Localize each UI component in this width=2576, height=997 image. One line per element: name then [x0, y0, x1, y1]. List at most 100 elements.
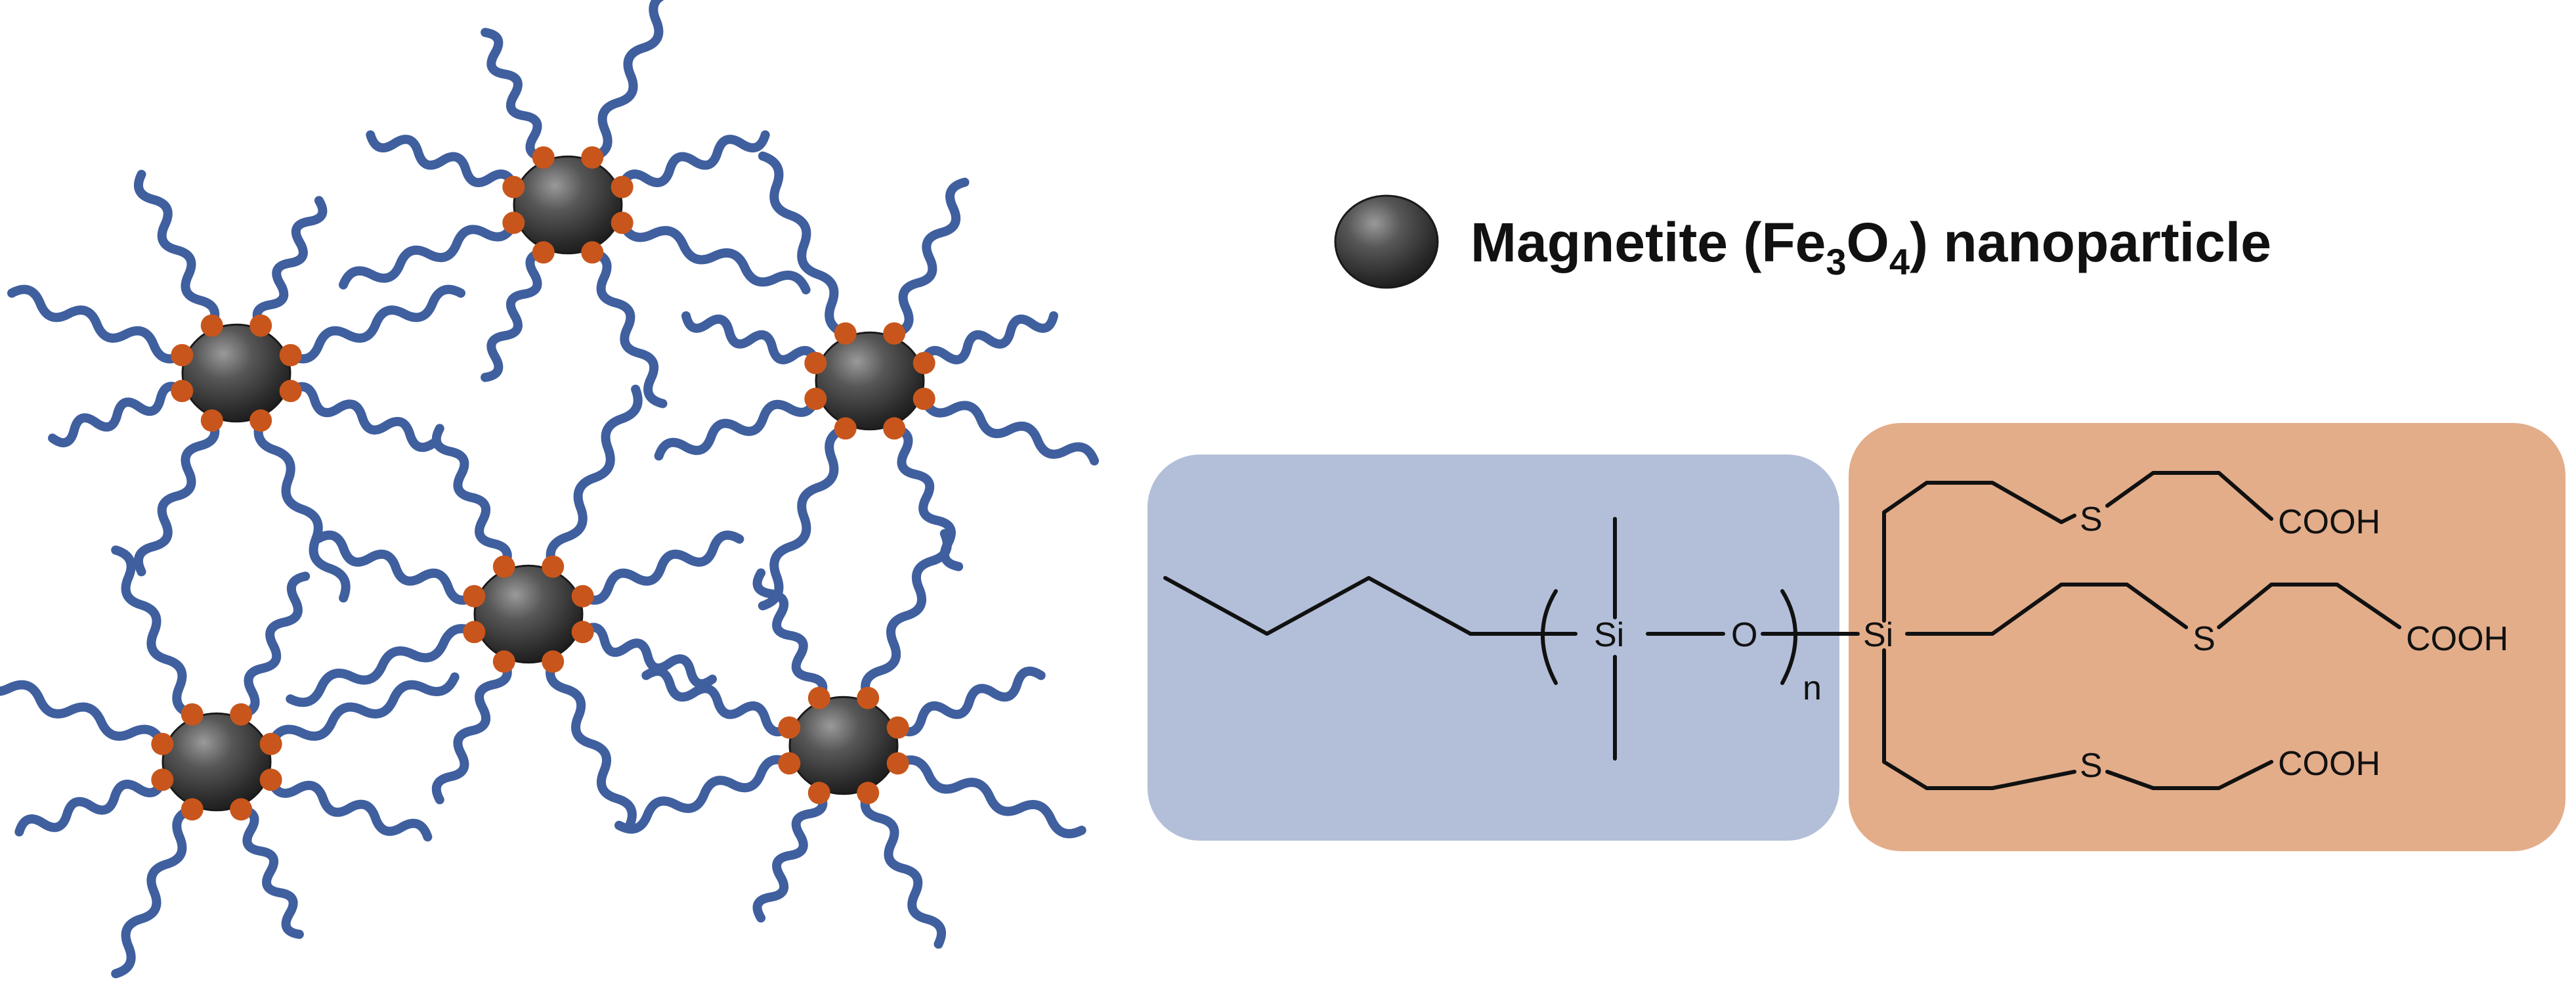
anchor-group — [886, 752, 909, 775]
anchor-group — [463, 621, 486, 644]
polymer-chain — [893, 666, 1046, 737]
polymer-chain — [286, 624, 479, 707]
polymer-chain — [617, 218, 811, 295]
arm-bottom-bonds — [1882, 648, 2076, 790]
legend: Magnetite (Fe3O4) nanoparticle — [1334, 194, 2271, 289]
legend-label: Magnetite (Fe3O4) nanoparticle — [1470, 211, 2271, 282]
anchor-group — [883, 417, 906, 440]
polymer-chain — [752, 788, 828, 923]
anchor-group — [807, 686, 830, 709]
anchor-group — [571, 621, 594, 644]
anchor-group — [886, 716, 909, 739]
anchor-group — [502, 175, 525, 198]
atom-oxygen: O — [1731, 616, 1757, 654]
anchor-group — [151, 732, 174, 755]
nanoparticle-cluster — [0, 545, 460, 979]
anchor-group — [492, 650, 515, 673]
anchor-group — [581, 241, 604, 264]
polymer-chain — [339, 218, 519, 290]
anchor-group — [778, 716, 801, 739]
polymer-chain — [861, 529, 952, 703]
anchor-group — [151, 768, 174, 791]
anchor-group — [542, 650, 565, 673]
polymer-chain — [617, 130, 770, 192]
polymer-chain — [654, 394, 821, 461]
polymer-chain — [546, 657, 637, 831]
nanoparticle-cluster — [286, 384, 744, 831]
anchor-group — [611, 211, 633, 234]
butyl-chain-bond — [1163, 576, 1472, 636]
polymer-chain — [588, 0, 664, 162]
atom-si-central: Si — [1863, 616, 1893, 654]
polymer-chain — [266, 672, 460, 749]
polymer-chain — [366, 130, 519, 192]
anchor-group — [230, 703, 253, 726]
magnetite-nanoparticle — [788, 696, 899, 795]
polymer-chain — [681, 311, 821, 368]
chemical-labels: Si O n Si S S S COOH COOH COOH — [1594, 500, 2508, 785]
anchor-group — [857, 686, 880, 709]
anchor-group — [532, 146, 555, 169]
polymer-chain — [111, 545, 197, 719]
polymer-chain — [578, 623, 717, 688]
siloxane-highlight-box — [1148, 454, 1839, 841]
polymer-chain — [252, 196, 328, 330]
nanoparticle-cluster — [614, 529, 1086, 949]
anchor-group — [912, 388, 935, 410]
polymer-chain — [48, 382, 187, 447]
anchor-group — [532, 241, 555, 264]
anchor-group — [834, 417, 857, 440]
anchor-group — [200, 409, 223, 432]
polymer-chain — [481, 28, 548, 162]
nanoparticle-network — [0, 0, 1099, 979]
polymer-chain — [431, 657, 512, 805]
arm-top-bonds — [1882, 481, 2076, 623]
polymer-chain — [588, 248, 668, 409]
arm-bottom-bonds-2 — [2105, 760, 2273, 790]
repeat-bracket-right — [1780, 589, 1797, 685]
atom-sulfur-middle: S — [2193, 620, 2216, 658]
polymer-chain — [919, 394, 1099, 466]
polymer-chain — [0, 680, 167, 749]
nanoparticle-cluster — [7, 169, 465, 603]
polymer-chain — [236, 571, 311, 719]
magnetite-nanoparticle — [815, 331, 925, 431]
anchor-group — [857, 782, 880, 805]
polymer-chain — [286, 284, 465, 364]
polymer-chain — [919, 311, 1058, 368]
polymer-chain — [111, 805, 197, 979]
legend-nanoparticle-icon — [1334, 194, 1439, 289]
nanoparticle-cluster — [339, 0, 811, 409]
polymer-chain — [893, 755, 1086, 839]
anchor-group — [181, 703, 204, 726]
anchor-group — [259, 732, 282, 755]
anchor-group — [200, 314, 223, 337]
polymer-chain — [286, 382, 439, 453]
anchor-group — [542, 555, 565, 578]
anchor-group — [502, 211, 525, 234]
repeat-bracket-left — [1541, 589, 1558, 685]
carboxylic-acid-top: COOH — [2278, 503, 2380, 541]
polymer-chain — [14, 775, 167, 837]
anchor-group — [171, 343, 194, 366]
nanoparticle-cluster — [654, 151, 1099, 611]
anchor-group — [181, 798, 204, 821]
magnetite-nanoparticle — [161, 712, 272, 812]
anchor-group — [492, 555, 515, 578]
anchor-group — [611, 175, 633, 198]
anchor-group — [463, 585, 486, 608]
polymer-chain — [641, 666, 794, 737]
polymer-chain — [578, 530, 744, 605]
magnetite-nanoparticle — [181, 323, 291, 423]
anchor-group — [259, 768, 282, 791]
polymer-chain — [134, 416, 220, 577]
polymer-chain — [481, 248, 548, 382]
anchor-group — [279, 343, 302, 366]
polymer-chain — [431, 424, 512, 571]
acid-highlight-box — [1849, 423, 2565, 851]
repeat-subscript-n: n — [1803, 669, 1822, 707]
arm-top-bonds-2 — [2105, 471, 2273, 521]
polymer-chain — [7, 284, 187, 364]
magnetite-nanoparticle — [473, 564, 584, 664]
chemical-structure — [1163, 471, 2401, 790]
